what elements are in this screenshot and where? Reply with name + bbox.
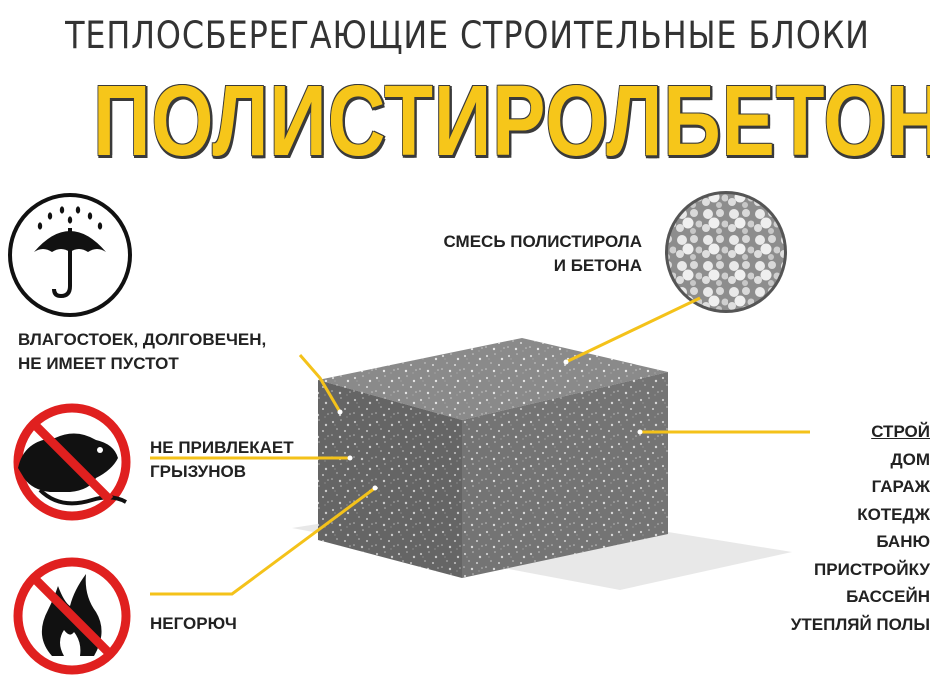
use-item: КОТЕДЖ xyxy=(857,504,930,524)
use-item: БАССЕЙН xyxy=(846,587,930,606)
concrete-block xyxy=(318,338,668,578)
feature-rodents-label: НЕ ПРИВЛЕКАЕТ ГРЫЗУНОВ xyxy=(150,436,294,484)
no-rodents-icon xyxy=(13,403,131,521)
connector-dots xyxy=(337,359,643,491)
uses-list: СТРОЙ ДОМ ГАРАЖ КОТЕДЖ БАНЮ ПРИСТРОЙКУ Б… xyxy=(760,418,930,638)
page-subtitle: ТЕПЛОСБЕРЕГАЮЩИЕ СТРОИТЕЛЬНЫЕ БЛОКИ xyxy=(65,14,870,57)
feature-rodents-line-1: НЕ ПРИВЛЕКАЕТ xyxy=(150,438,294,457)
umbrella-rain-icon xyxy=(8,193,132,317)
use-item: СТРОЙ xyxy=(871,422,930,441)
use-item: БАНЮ xyxy=(876,532,930,551)
feature-fire-line-1: НЕГОРЮЧ xyxy=(150,614,237,633)
composition-label: СМЕСЬ ПОЛИСТИРОЛА И БЕТОНА xyxy=(420,230,642,278)
connector-lines xyxy=(150,296,810,596)
feature-rodents-line-2: ГРЫЗУНОВ xyxy=(150,462,246,481)
feature-fire-label: НЕГОРЮЧ xyxy=(150,612,237,636)
feature-moisture-line-1: ВЛАГОСТОЕК, ДОЛГОВЕЧЕН, xyxy=(18,330,267,349)
composition-line-1: СМЕСЬ ПОЛИСТИРОЛА xyxy=(443,232,642,251)
use-item: ГАРАЖ xyxy=(871,477,930,496)
use-item: УТЕПЛЯЙ ПОЛЫ xyxy=(790,614,930,634)
feature-moisture-label: ВЛАГОСТОЕК, ДОЛГОВЕЧЕН, НЕ ИМЕЕТ ПУСТОТ xyxy=(18,328,266,376)
use-item: ПРИСТРОЙКУ xyxy=(814,559,930,579)
composition-line-2: И БЕТОНА xyxy=(553,256,642,275)
feature-moisture-line-2: НЕ ИМЕЕТ ПУСТОТ xyxy=(18,354,179,373)
page-title: ПОЛИСТИРОЛБЕТОН xyxy=(93,65,930,177)
use-item: ДОМ xyxy=(890,449,930,469)
material-closeup xyxy=(665,191,787,313)
no-fire-icon xyxy=(13,557,131,675)
